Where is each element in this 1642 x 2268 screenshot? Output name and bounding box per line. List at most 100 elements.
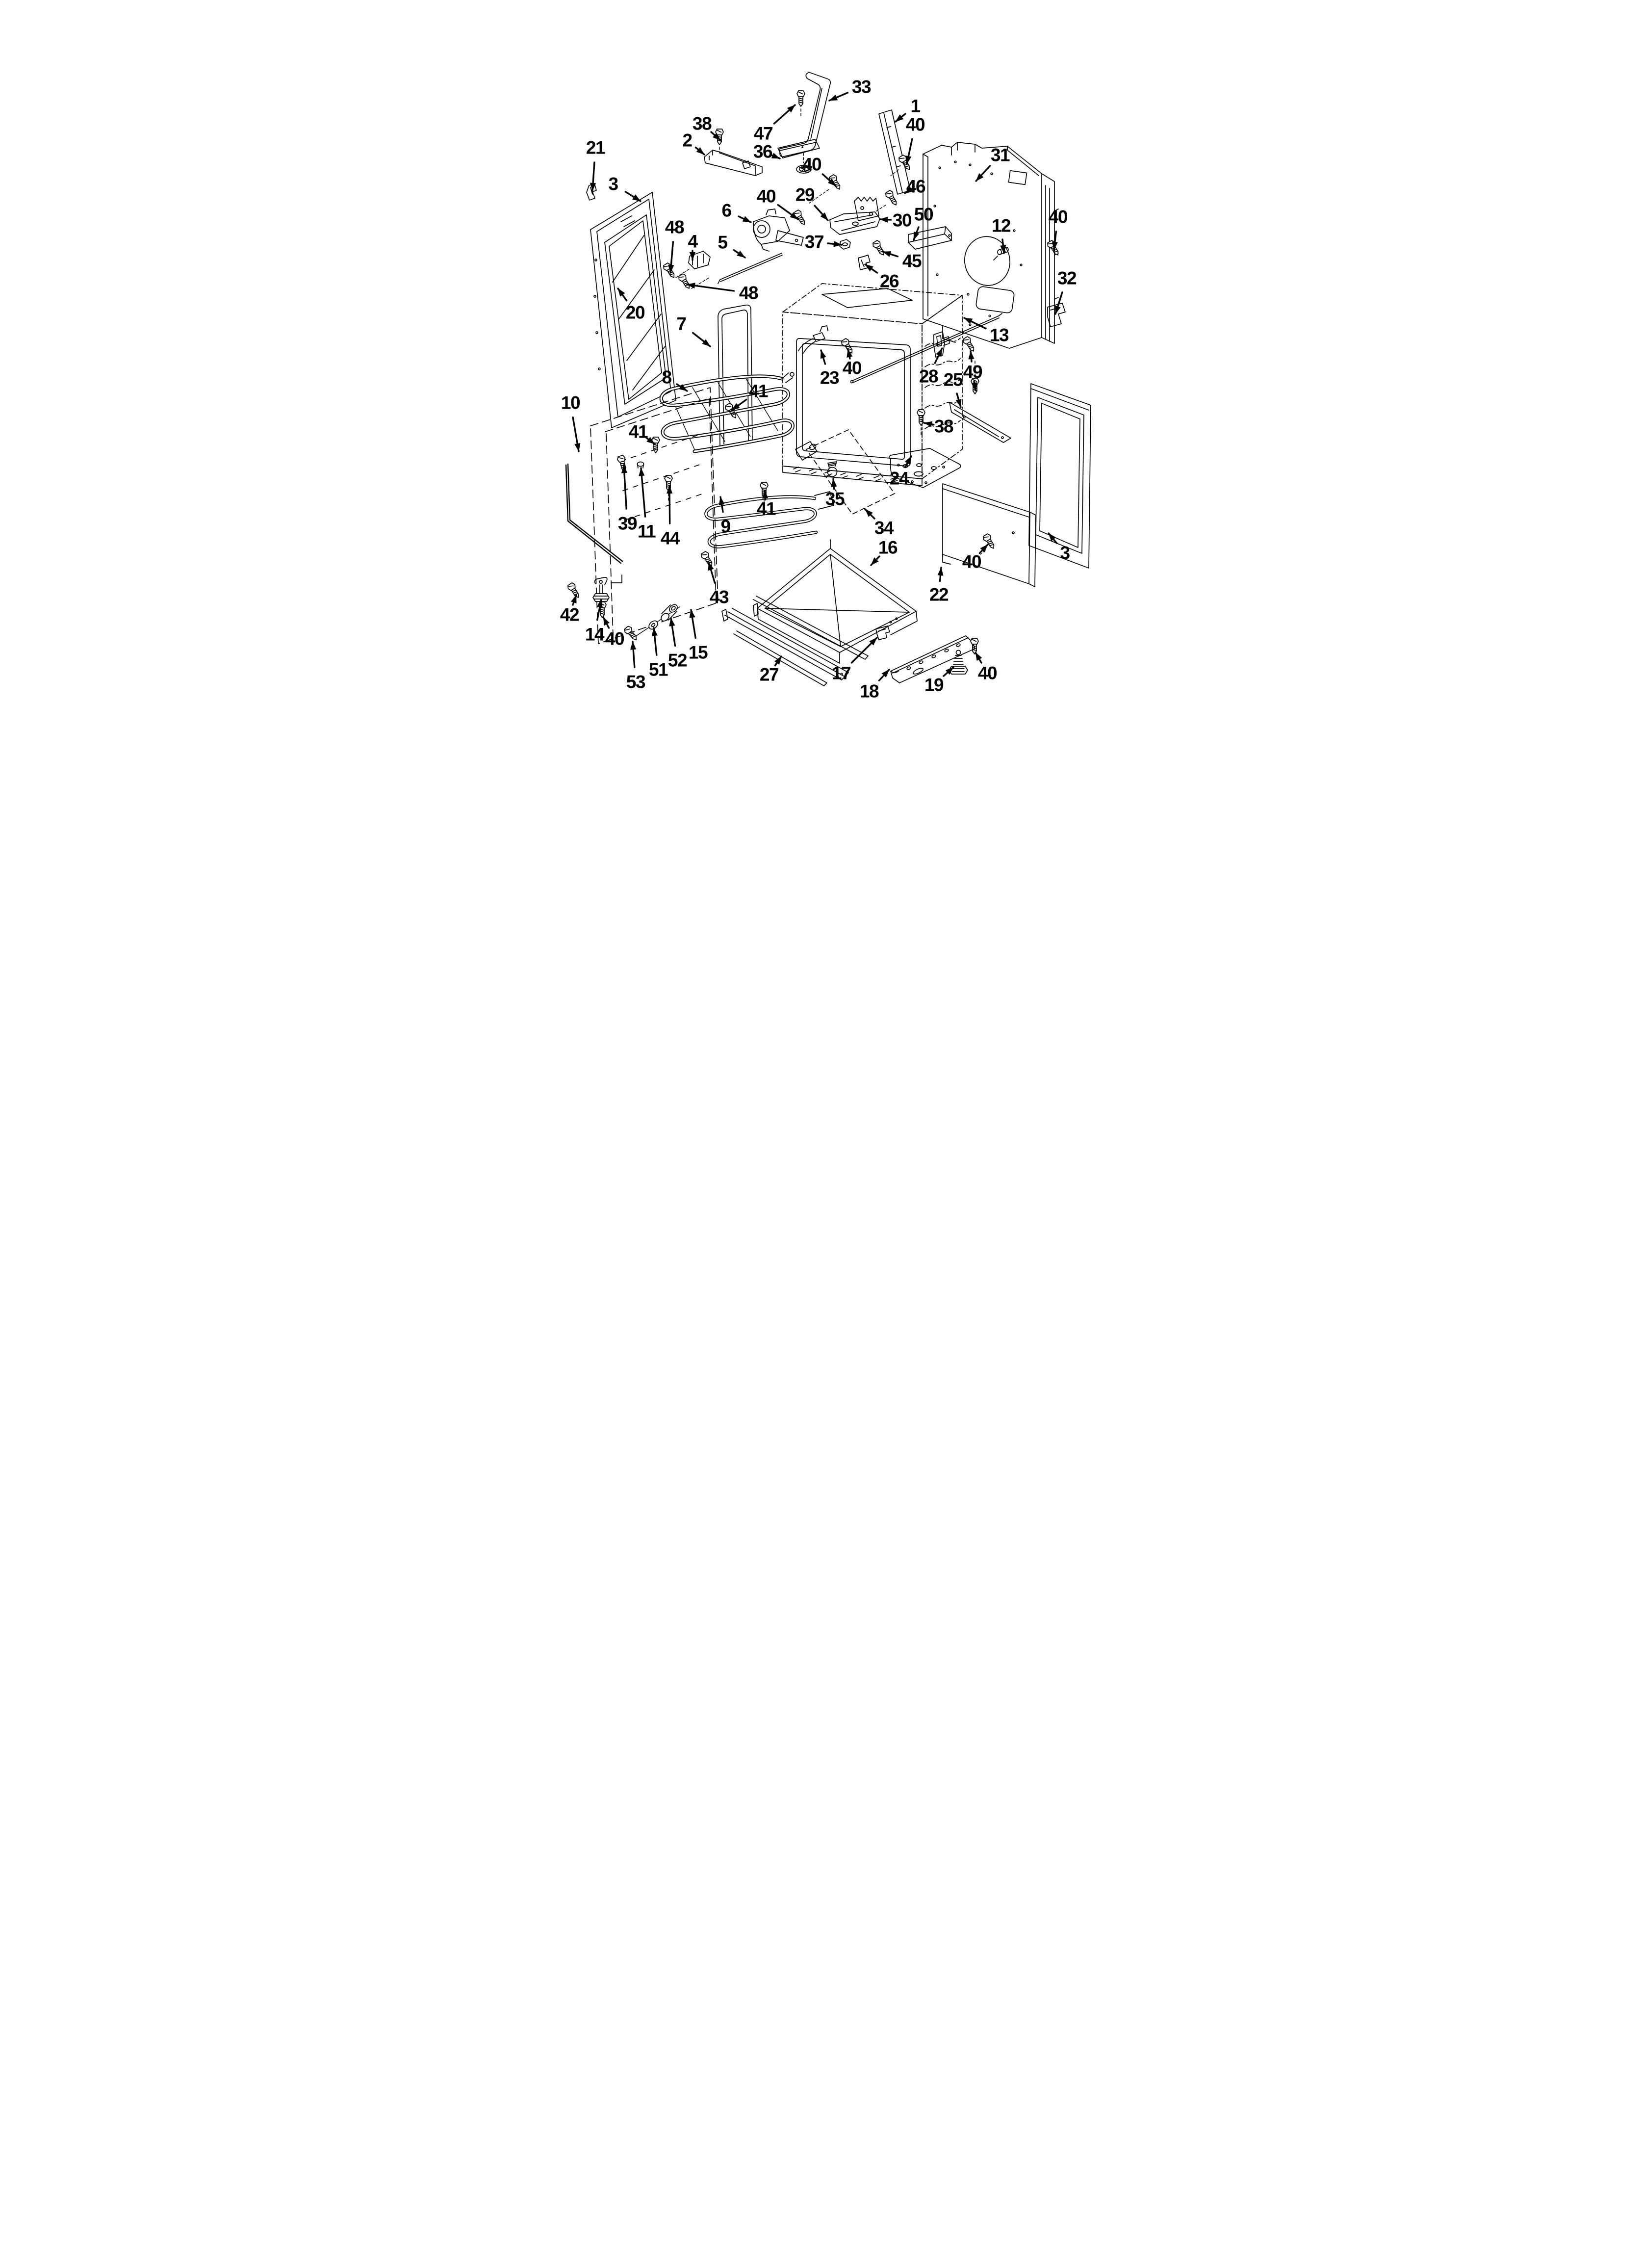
callout-51: 51 xyxy=(648,659,668,680)
callout-34: 34 xyxy=(874,518,894,538)
callout-arrow-41 xyxy=(762,490,769,501)
callout-arrow-18 xyxy=(878,669,890,681)
part-26-clip xyxy=(858,255,871,270)
callout-3: 3 xyxy=(1060,543,1070,563)
callout-13: 13 xyxy=(989,325,1009,345)
callout-40: 40 xyxy=(962,551,982,572)
callout-41: 41 xyxy=(628,421,648,442)
callout-arrow-40 xyxy=(1052,231,1058,251)
part-8-broil-element xyxy=(659,372,795,453)
callout-arrow-37 xyxy=(827,241,843,247)
callout-arrow-41 xyxy=(645,437,656,445)
part-15-chassis-frame xyxy=(590,387,718,644)
callout-arrow-22 xyxy=(937,567,944,582)
callout-19: 19 xyxy=(924,675,944,695)
callout-37: 37 xyxy=(804,232,824,252)
callout-15: 15 xyxy=(688,642,708,663)
callout-arrow-46 xyxy=(904,186,913,194)
callout-arrow-50 xyxy=(913,226,920,241)
callout-arrow-38 xyxy=(923,421,935,427)
callout-18: 18 xyxy=(859,681,879,702)
callout-40: 40 xyxy=(1048,207,1068,227)
callout-arrow-12 xyxy=(1000,238,1006,254)
callout-arrow-40 xyxy=(905,138,913,165)
callout-41: 41 xyxy=(748,381,769,401)
callout-arrow-53 xyxy=(630,641,637,668)
fastener-leaders xyxy=(668,108,986,555)
part-17-clip xyxy=(875,626,890,640)
screw-48b xyxy=(677,272,693,291)
callout-2: 2 xyxy=(682,130,693,151)
callout-arrow-8 xyxy=(676,383,688,392)
callout-48: 48 xyxy=(665,217,685,237)
part-23-sensor xyxy=(798,325,828,354)
callout-14: 14 xyxy=(585,624,605,645)
callout-arrow-49 xyxy=(971,380,977,391)
callout-41: 41 xyxy=(756,498,776,519)
callout-arrow-3 xyxy=(624,191,641,202)
callout-38: 38 xyxy=(692,113,712,134)
callout-arrow-52 xyxy=(669,617,676,647)
callout-1: 1 xyxy=(910,96,921,116)
screw-39 xyxy=(616,454,629,473)
part-6-latch-motor xyxy=(753,209,804,252)
callout-arrow-40 xyxy=(847,348,853,360)
callout-arrow-35 xyxy=(831,478,837,490)
callout-7: 7 xyxy=(676,313,687,334)
screw-40b xyxy=(827,173,844,192)
part-13-rod xyxy=(850,313,1002,384)
callout-arrow-51 xyxy=(651,627,658,656)
part-9-bake-element xyxy=(704,491,834,548)
part-7-frame xyxy=(718,304,753,446)
callout-32: 32 xyxy=(1057,268,1077,288)
callout-arrow-15 xyxy=(689,609,696,639)
part-28-latch xyxy=(933,331,950,358)
callout-31: 31 xyxy=(990,145,1010,165)
part-5-latch-rod xyxy=(718,253,783,284)
callout-42: 42 xyxy=(560,604,580,625)
callout-arrow-40 xyxy=(602,616,610,629)
callout-arrow-26 xyxy=(864,263,878,274)
part-3-right-side-panel xyxy=(1028,383,1091,569)
screw-47 xyxy=(796,90,805,107)
callout-arrow-3 xyxy=(1048,532,1058,544)
callout-arrow-5 xyxy=(733,249,746,259)
callout-47: 47 xyxy=(753,123,773,144)
callout-40: 40 xyxy=(842,358,862,378)
callout-20: 20 xyxy=(625,302,645,323)
callout-12: 12 xyxy=(991,215,1011,236)
callout-arrow-40 xyxy=(821,173,837,187)
part-30-terminal-block xyxy=(854,197,879,221)
callout-arrow-43 xyxy=(708,561,716,584)
callout-50: 50 xyxy=(914,204,934,225)
part-33-vent-duct xyxy=(777,72,831,163)
callout-arrow-23 xyxy=(820,349,826,365)
callout-arrow-14 xyxy=(596,599,603,621)
callout-arrow-7 xyxy=(692,332,711,347)
callout-arrow-45 xyxy=(882,251,899,258)
callout-arrow-9 xyxy=(718,496,725,513)
part-52-roller-group xyxy=(635,604,680,637)
part-16-drawer-pan xyxy=(753,539,918,664)
callout-25: 25 xyxy=(943,369,963,390)
callout-43: 43 xyxy=(709,587,729,607)
callout-40: 40 xyxy=(605,628,625,649)
window-hatch xyxy=(612,235,666,391)
callout-arrow-40 xyxy=(975,652,982,664)
part-36-grommet xyxy=(796,165,812,174)
callout-arrow-40 xyxy=(978,544,989,554)
callout-arrow-27 xyxy=(774,655,782,667)
callout-45: 45 xyxy=(902,251,922,271)
callout-arrow-6 xyxy=(738,215,752,223)
callout-arrow-17 xyxy=(850,637,878,664)
callout-17: 17 xyxy=(831,663,851,683)
part-22-side-panel xyxy=(942,483,1036,587)
callout-35: 35 xyxy=(825,489,845,509)
callout-arrow-39 xyxy=(621,464,628,510)
callout-21: 21 xyxy=(586,137,606,158)
callout-22: 22 xyxy=(929,584,949,605)
part-10-trim-rod xyxy=(565,463,623,564)
part-4-bracket xyxy=(688,251,711,269)
callout-arrow-1 xyxy=(895,113,906,123)
